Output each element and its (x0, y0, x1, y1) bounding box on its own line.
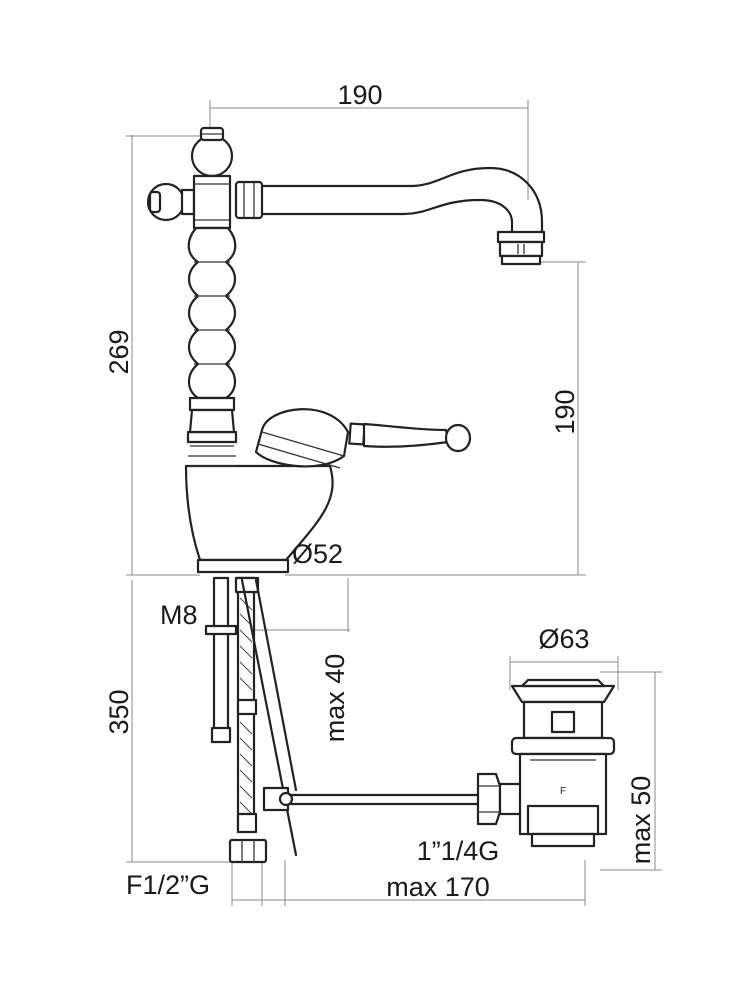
max-deck-thickness-label: max 40 (320, 654, 350, 743)
hose-length-label: 350 (104, 689, 134, 734)
waste-diameter-label: Ø63 (538, 624, 589, 654)
spout-height-label: 190 (550, 389, 580, 434)
base-diameter-label: Ø52 (292, 539, 343, 569)
hose-connection-label: F1/2”G (126, 870, 210, 900)
total-height-label: 269 (104, 329, 134, 374)
waste-max-height-label: max 50 (626, 776, 656, 865)
waste-assembly: F (510, 678, 616, 848)
waste-thread-label: 1”1/4G (417, 836, 500, 866)
under-deck (204, 576, 524, 864)
stud-thread-label: M8 (160, 600, 198, 630)
waste-mark: F (560, 786, 566, 797)
faucet (146, 126, 546, 574)
spout-reach-label: 190 (337, 80, 382, 110)
rod-max-length-label: max 170 (386, 872, 490, 902)
